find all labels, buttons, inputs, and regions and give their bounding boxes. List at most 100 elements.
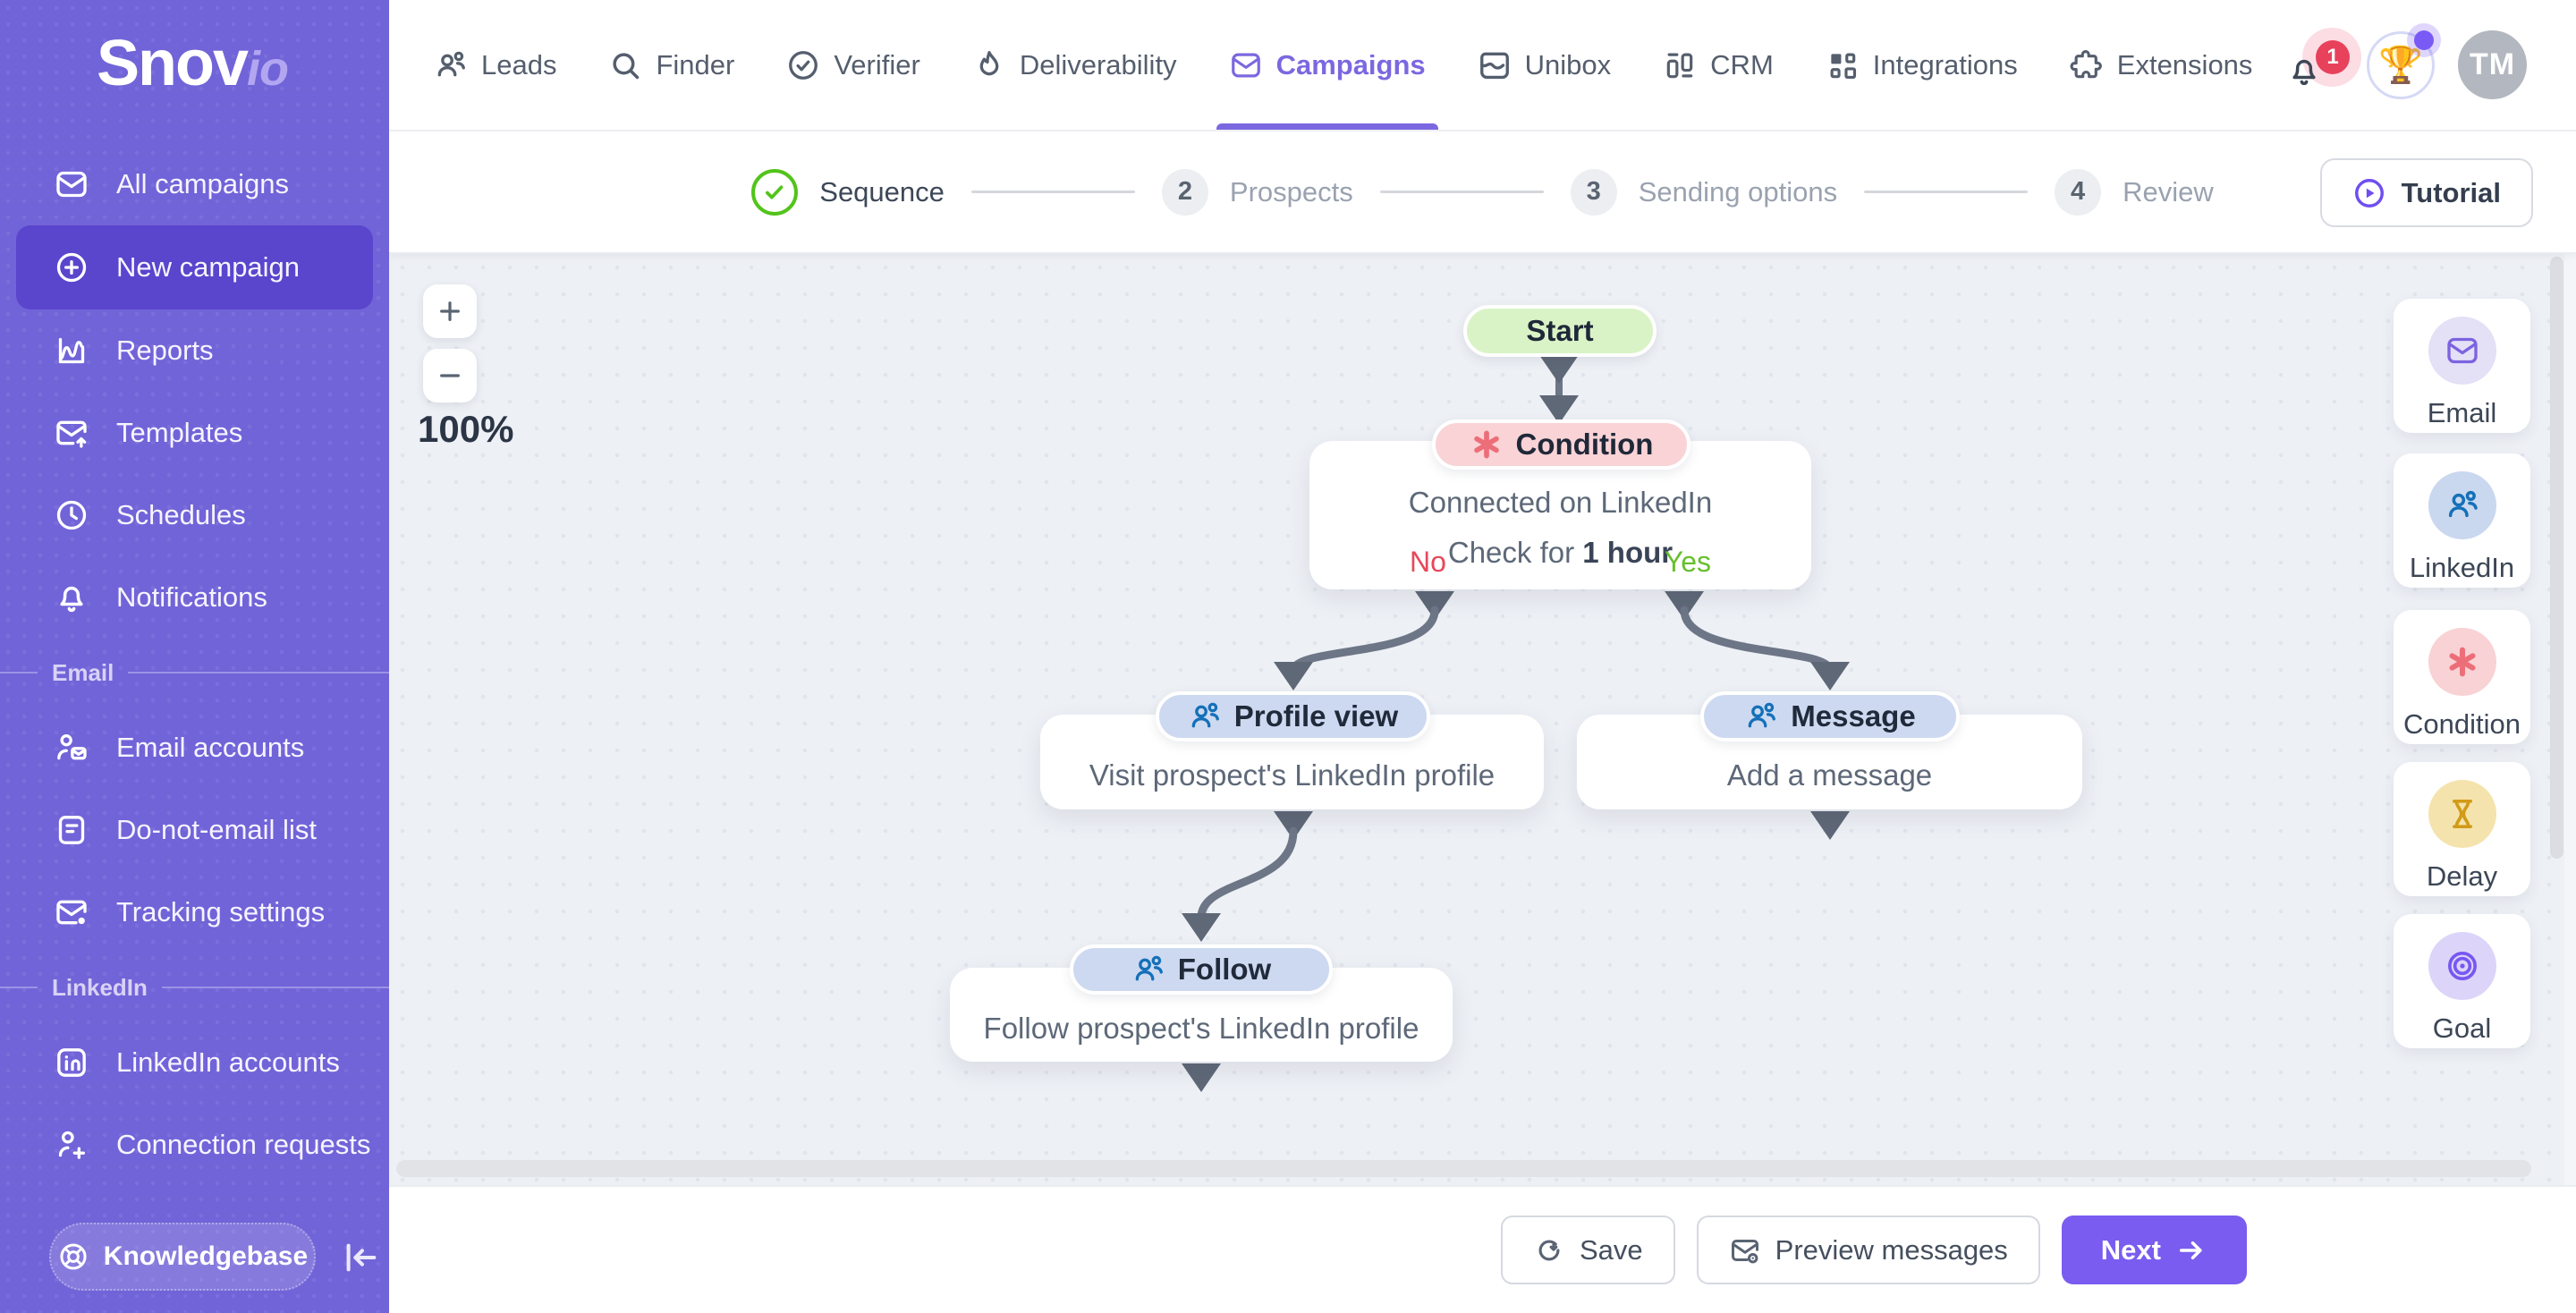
palette-item-delay[interactable]: Delay [2394,762,2530,896]
sidebar-item-do-not-email-list[interactable]: Do-not-email list [0,789,389,871]
nav-item-extensions[interactable]: Extensions [2070,0,2252,130]
sidebar-item-tracking-settings[interactable]: Tracking settings [0,871,389,953]
brand-name: Snov [97,28,249,99]
knowledgebase-button[interactable]: Knowledgebase [49,1223,316,1291]
nav-item-verifier[interactable]: Verifier [786,0,920,130]
nav-label: Unibox [1524,48,1612,80]
envelope-icon [2445,333,2480,368]
nav-item-integrations[interactable]: Integrations [1826,0,2018,130]
stepper-divider [1379,191,1544,193]
start-label: Start [1526,314,1594,347]
sidebar-item-all-campaigns[interactable]: All campaigns [0,143,389,225]
preview-messages-button[interactable]: Preview messages [1696,1216,2040,1284]
follow-description: Follow prospect's LinkedIn profile [983,1011,1419,1045]
rewards-trophy-button[interactable]: 🏆 [2367,30,2435,99]
sidebar-item-label: Notifications [116,581,267,613]
brand-logo[interactable]: Snov io [97,27,289,100]
vertical-scrollbar-thumb[interactable] [2550,257,2563,859]
condition-branch-no[interactable]: No [1410,546,1446,578]
flow-badge-profile-view[interactable]: Profile view [1156,691,1430,741]
condition-badge-label: Condition [1515,428,1654,461]
palette-label: Email [2427,397,2497,428]
nav-item-crm[interactable]: CRM [1663,0,1774,130]
sidebar-collapse-button[interactable] [340,1237,381,1278]
collapse-icon [340,1237,381,1278]
section-title: Email [52,658,114,686]
sidebar-item-label: New campaign [116,251,301,283]
target-icon [2445,948,2480,984]
linkedin-badge-icon [54,1045,89,1080]
step-review[interactable]: 4 Review [2055,168,2214,216]
notifications-bell-button[interactable]: 1 [2286,27,2361,103]
flame-icon [972,48,1006,82]
nav-label: Finder [656,48,735,80]
step-label: Sending options [1638,175,1838,208]
palette-label: Goal [2432,1012,2492,1044]
condition-branch-yes[interactable]: Yes [1664,546,1711,578]
flow-badge-follow[interactable]: Follow [1070,945,1333,995]
nav-item-campaigns[interactable]: Campaigns [1216,0,1438,130]
zoom-out-button[interactable] [423,349,477,402]
palette-item-condition[interactable]: Condition [2394,610,2530,744]
sidebar-item-label: Schedules [116,499,246,530]
step-prospects[interactable]: 2 Prospects [1161,168,1353,216]
document-icon [54,812,89,848]
condition-line2: Check for 1 hour [1448,532,1673,573]
palette-item-linkedin[interactable]: LinkedIn [2394,453,2530,588]
zoom-in-button[interactable] [423,284,477,338]
crm-icon [1663,48,1697,82]
palette-label: LinkedIn [2409,552,2515,583]
sidebar-item-schedules[interactable]: Schedules [0,474,389,556]
nav-item-finder[interactable]: Finder [608,0,734,130]
chart-icon [54,333,89,368]
asterisk-icon [2445,644,2480,680]
save-button[interactable]: Save [1500,1216,1675,1284]
user-avatar[interactable]: TM [2458,30,2527,99]
horizontal-scrollbar-thumb[interactable] [396,1160,2531,1177]
sidebar: Snov io All campaigns New campaign Repor… [0,0,389,1313]
plus-circle-icon [54,250,89,285]
sidebar-item-label: Connection requests [116,1129,371,1160]
users-icon [1188,699,1222,733]
palette-goal-circle [2428,932,2496,1000]
plus-icon [436,297,464,326]
envelope-icon [1229,48,1263,82]
nav-item-deliverability[interactable]: Deliverability [972,0,1177,130]
nav-item-unibox[interactable]: Unibox [1478,0,1612,130]
grid-icon [1826,48,1860,82]
sidebar-item-label: Do-not-email list [116,814,317,845]
palette-item-goal[interactable]: Goal [2394,914,2530,1048]
next-label: Next [2100,1233,2161,1266]
top-nav-items: Leads Finder Verifier Deliverability Cam… [389,0,2252,130]
save-icon [1533,1234,1565,1266]
flow-node-start[interactable]: Start [1463,305,1657,357]
users-icon [1744,699,1778,733]
nav-label: Leads [481,48,557,80]
asterisk-icon [1470,428,1504,462]
sidebar-item-email-accounts[interactable]: Email accounts [0,707,389,789]
sidebar-item-reports[interactable]: Reports [0,309,389,392]
step-sending-options[interactable]: 3 Sending options [1570,168,1838,216]
sidebar-item-templates[interactable]: Templates [0,392,389,474]
sidebar-item-linkedin-accounts[interactable]: LinkedIn accounts [0,1021,389,1104]
nav-item-leads[interactable]: Leads [434,0,556,130]
brand-suffix: io [247,42,289,96]
tutorial-label: Tutorial [2401,176,2501,208]
sidebar-item-notifications[interactable]: Notifications [0,556,389,639]
step-sequence[interactable]: Sequence [751,168,945,216]
step-number: 3 [1570,168,1617,216]
check-circle-icon [786,48,820,82]
palette-condition-circle [2428,628,2496,696]
palette-item-email[interactable]: Email [2394,299,2530,433]
flow-badge-message[interactable]: Message [1700,691,1960,741]
next-button[interactable]: Next [2061,1216,2247,1284]
sidebar-section-email: Email [0,639,389,707]
tutorial-button[interactable]: Tutorial [2319,158,2533,227]
flow-badge-condition[interactable]: Condition [1432,419,1690,470]
sidebar-item-connection-requests[interactable]: Connection requests [0,1104,389,1186]
sidebar-item-new-campaign[interactable]: New campaign [16,225,373,309]
sequence-canvas[interactable]: 100% Start Connected on LinkedIn Check f… [389,254,2576,1185]
sidebar-item-label: LinkedIn accounts [116,1046,340,1078]
profile-view-badge-label: Profile view [1233,699,1399,733]
flow-node-follow[interactable]: Follow prospect's LinkedIn profile [950,968,1453,1062]
